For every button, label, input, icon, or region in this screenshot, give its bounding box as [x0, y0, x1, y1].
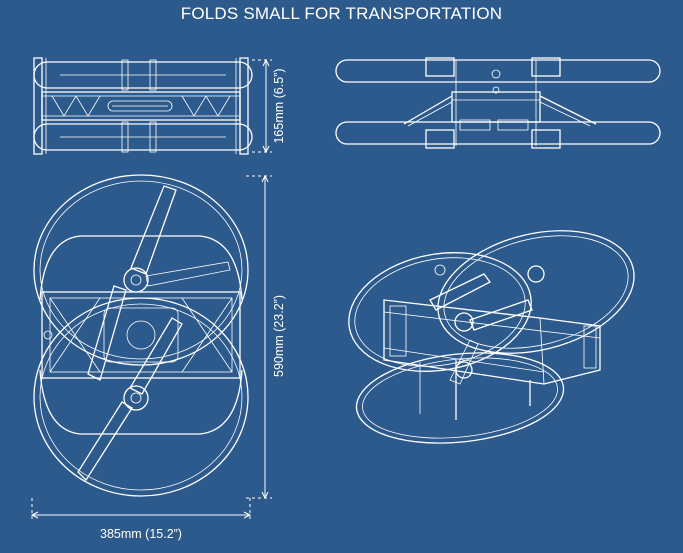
- lower-propeller: [77, 317, 183, 482]
- length-label: 590mm (23.2”): [272, 295, 286, 377]
- side-view: [33, 57, 253, 155]
- page-title: FOLDS SMALL FOR TRANSPORTATION: [180, 4, 503, 23]
- width-dimension: 385mm (15.2”): [30, 498, 252, 541]
- isometric-view: [348, 230, 635, 444]
- upper-propeller: [87, 185, 231, 381]
- length-dimension: 590mm (23.2”): [246, 174, 286, 500]
- top-view: [33, 174, 249, 497]
- height-label: 165mm (6.5”): [272, 68, 286, 143]
- front-view: [335, 57, 661, 149]
- height-dimension: 165mm (6.5”): [252, 58, 286, 154]
- width-label: 385mm (15.2”): [100, 527, 182, 541]
